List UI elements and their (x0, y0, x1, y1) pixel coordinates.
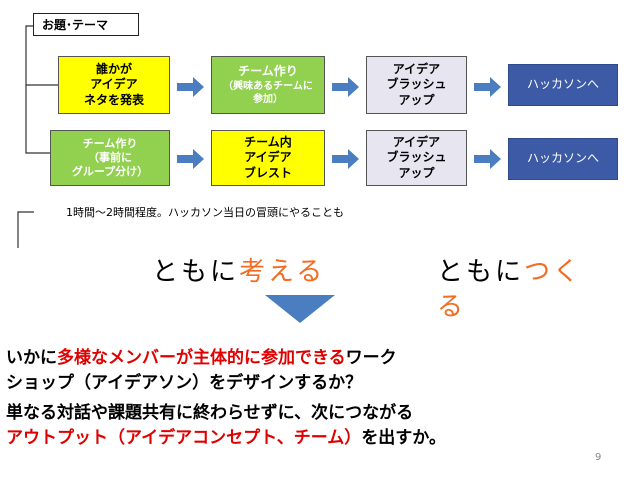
connector-bracket (17, 211, 34, 248)
slogan-plain: ともに (152, 257, 240, 287)
arrow-right-icon (474, 77, 501, 97)
duration-note: 1時間～2時間程度。ハッカソン当日の冒頭にやることも (66, 206, 344, 219)
slogan-think-together: ともに考える (152, 255, 325, 290)
slogan-accent: つく (524, 257, 583, 287)
connector-vertical (25, 25, 50, 154)
page-number: 9 (595, 452, 602, 463)
step-team-brainstorm: チーム内 アイデア ブレスト (211, 130, 325, 186)
box-subtext: （興味あるチームに (223, 80, 313, 92)
output-paragraph: 単なる対話や課題共有に終わらせずに、次につながる アウトプット（アイデアコンセプ… (6, 401, 446, 450)
step-team-building: チーム作り （興味あるチームに 参加） (211, 56, 325, 114)
slogan-accent-tail: る (437, 292, 467, 323)
arrow-down-icon (265, 295, 335, 323)
step-to-hackathon-2: ハッカソンへ (508, 138, 618, 180)
box-subtext: 参加） (252, 93, 283, 105)
arrow-right-icon (177, 149, 204, 169)
box-line: アイデア (392, 134, 441, 149)
slogan-plain: ともに (437, 257, 525, 287)
text-emphasis: アウトプット（アイデアコンセプト、チーム） (6, 427, 362, 448)
box-title: チーム作り (238, 64, 298, 79)
box-line: ネタを発表 (83, 92, 144, 107)
question-paragraph: いかに多様なメンバーが主体的に参加できるワーク ショップ（アイデアソン）をデザイ… (6, 346, 397, 395)
box-subtext: （事前に (88, 150, 132, 164)
paragraph-line: 単なる対話や課題共有に終わらせずに、次につながる (6, 403, 414, 423)
box-line: アイデア (392, 61, 441, 76)
text-emphasis: 多様なメンバーが主体的に参加できる (57, 348, 346, 368)
text-plain: を出すか。 (361, 427, 446, 448)
paragraph-line: アウトプット（アイデアコンセプト、チーム）を出すか。 (6, 426, 446, 451)
box-line: ブラッシュ (386, 150, 447, 165)
box-line: アップ (398, 165, 435, 180)
flow-arrows (177, 77, 501, 323)
box-line: チーム内 (244, 134, 292, 149)
box-title: チーム作り (82, 136, 138, 150)
step-idea-brushup: アイデア ブラッシュ アップ (366, 56, 467, 114)
box-line: ブレスト (243, 165, 292, 180)
topic-label: お題･テーマ (33, 13, 139, 36)
slogan-accent: 考える (239, 257, 326, 287)
box-line: アイデア (244, 150, 292, 165)
step-idea-pitch: 誰かが アイデア ネタを発表 (58, 56, 170, 114)
box-line: アップ (398, 92, 435, 107)
box-line: 誰かが (95, 61, 132, 76)
box-line: ブラッシュ (386, 77, 447, 92)
step-to-hackathon: ハッカソンへ (508, 64, 618, 106)
arrow-right-icon (332, 77, 359, 97)
box-line: アイデア (90, 77, 138, 92)
arrow-right-icon (474, 149, 501, 169)
arrow-right-icon (177, 77, 204, 97)
slogan-make-together: ともにつくる (437, 255, 612, 325)
text-plain: いかに (6, 348, 57, 368)
arrow-right-icon (332, 149, 359, 169)
text-plain: ワーク (345, 348, 397, 368)
box-subtext: グループ分け） (71, 165, 149, 179)
paragraph-line: ショップ（アイデアソン）をデザインするか？ (6, 372, 363, 393)
paragraph-line: いかに多様なメンバーが主体的に参加できるワーク (6, 346, 397, 371)
step-idea-brushup-2: アイデア ブラッシュ アップ (366, 130, 467, 186)
step-team-building-pre: チーム作り （事前に グループ分け） (50, 130, 170, 186)
